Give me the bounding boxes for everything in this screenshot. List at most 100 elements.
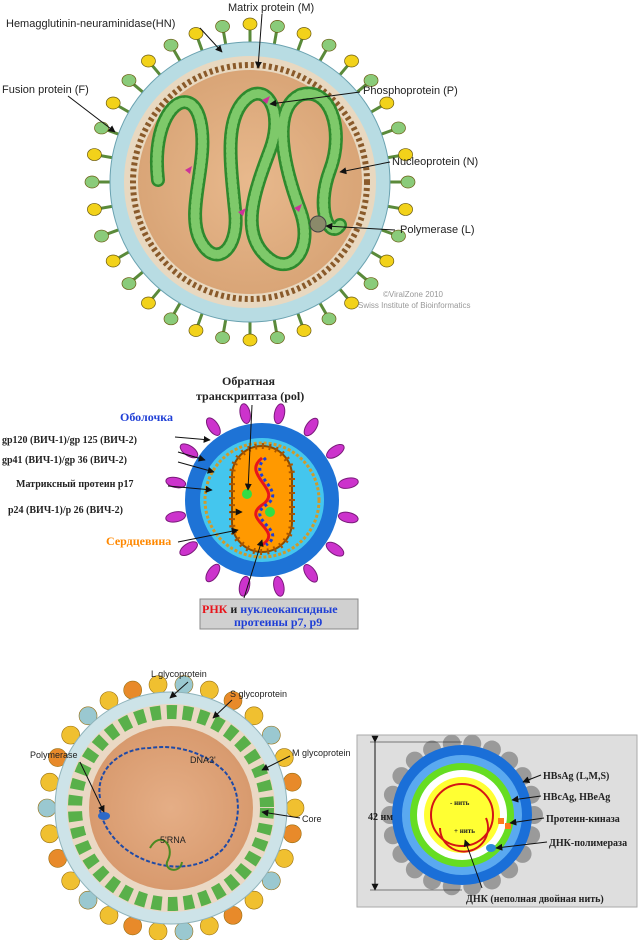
bunya-polymerase: [98, 812, 110, 820]
glycoprotein-spike: [40, 824, 60, 844]
hn-spike-head: [141, 54, 156, 68]
rna-caption-line1: РНК и нуклеокапсидные: [202, 602, 338, 616]
label-5rna: 5'RNA: [160, 835, 186, 845]
f-spike-head: [94, 229, 109, 243]
gp120-spike: [205, 417, 221, 436]
hn-spike-head: [105, 96, 121, 110]
glycoprotein-spike: [262, 725, 281, 745]
hn-spike-head: [87, 203, 102, 216]
matrix-layer: [130, 62, 370, 302]
label-polymerase: Polymerase (L): [400, 224, 475, 236]
credit-sib: Swiss Institute of Bioinformatics: [358, 301, 470, 310]
glycoprotein-spike: [61, 725, 80, 745]
f-spike-head: [163, 312, 179, 326]
glycoprotein-spike: [282, 824, 302, 844]
f-spike-head: [163, 38, 179, 52]
bunya-nucleocapsid-ring: [68, 705, 274, 911]
glycoprotein-spike: [244, 706, 264, 726]
label-m-glycoprotein: M glycoprotein: [292, 748, 351, 758]
reverse-transcriptase-2: [265, 507, 275, 517]
hbv-minus-strand: [430, 783, 494, 847]
credit-viralzone: ©ViralZone 2010: [383, 290, 444, 299]
label-plus-strand: + нить: [454, 827, 475, 835]
f-spike-head: [391, 229, 406, 243]
phosphoprotein-mark: [262, 96, 270, 104]
nucleocapsid-subunits: [152, 89, 345, 269]
f-spike-head: [321, 312, 337, 326]
f-spike-head: [400, 175, 416, 189]
glycoprotein-spike: [78, 706, 98, 726]
label-s-glycoprotein: S glycoprotein: [230, 689, 287, 699]
and-word: и: [227, 602, 240, 616]
rna-caption-line2: протеины p7, p9: [234, 615, 322, 629]
label-minus-strand: - нить: [450, 799, 470, 807]
label-matrix-p17: Матриксный протеин p17: [16, 479, 133, 490]
glycoprotein-spike: [262, 871, 281, 891]
gp120-spike: [326, 443, 345, 459]
rna-word: РНК: [202, 602, 228, 616]
hn-spike-head: [398, 148, 413, 161]
label-dna-polymerase: ДНК-полимераза: [549, 838, 627, 849]
glycoprotein-spike: [78, 890, 98, 910]
label-nucleoprotein: Nucleoprotein (N): [392, 156, 478, 168]
f-spike-head: [215, 20, 230, 33]
f-spike-head: [321, 38, 337, 52]
hn-spike-head: [379, 96, 395, 110]
gp120-spike: [165, 476, 187, 489]
gp120-spike: [179, 541, 198, 557]
hiv-rna-2: [258, 456, 275, 547]
rna-caption-box: [199, 598, 359, 630]
hbv-core: [424, 777, 500, 853]
label-p24: p24 (ВИЧ-1)/p 26 (ВИЧ-2): [8, 505, 123, 516]
bunya-rna-strand: [149, 838, 183, 871]
f-spike-head: [363, 74, 379, 87]
f-spike-head: [215, 331, 230, 344]
label-bunya-polymerase: Polymerase: [30, 750, 78, 760]
f-spike-head: [270, 331, 285, 344]
hbv-protein-kinase-2: [505, 823, 511, 829]
gp120-spike: [273, 576, 285, 597]
phosphoprotein-mark: [238, 208, 246, 216]
hbv-panel: 42 нм HBsAg (L,M,S) HBcAg, HBeAg Протеин…: [356, 734, 638, 908]
label-reverse-transcriptase-2: транскриптаза (pol): [196, 389, 304, 403]
label-size-42nm: 42 нм: [368, 812, 393, 823]
f-spike-head: [121, 74, 137, 87]
hiv-matrix-beads: [203, 441, 321, 559]
hn-spike-head: [344, 296, 359, 310]
f-spike-head: [391, 121, 406, 135]
gp120-spike: [205, 563, 221, 583]
label-dna3: DNA3': [190, 755, 216, 765]
glycoprotein-spike: [61, 871, 80, 891]
label-reverse-transcriptase-1: Обратная: [222, 374, 276, 388]
gp120-spike: [325, 541, 345, 557]
gp120-spike: [165, 511, 186, 523]
label-protein-kinase: Протеин-киназа: [546, 814, 620, 825]
gp120-spike: [179, 443, 199, 459]
bunya-dna-strand: [98, 746, 239, 868]
hn-spike-head: [87, 148, 102, 161]
gp120-spike: [238, 575, 251, 597]
label-hbcag: HBcAg, HBeAg: [543, 792, 610, 803]
bunyavirus-panel: L glycoprotein S glycoprotein M glycopro…: [30, 669, 351, 940]
f-spike-head: [363, 277, 379, 290]
f-spike-head: [270, 20, 285, 33]
hbv-protein-kinase-1: [498, 818, 504, 824]
label-l-glycoprotein: L glycoprotein: [151, 669, 207, 679]
gp120-spike: [303, 417, 319, 437]
f-spike-head: [121, 277, 137, 290]
gp120-spikes: [165, 403, 359, 597]
hn-spike-head: [296, 27, 312, 40]
paramyxovirus-panel: Hemagglutinin-neuraminidase(HN) Matrix p…: [2, 2, 478, 347]
f-spike-head: [84, 175, 100, 189]
label-phosphoprotein: Phosphoprotein (P): [363, 85, 458, 97]
hbv-dna-polymerase: [486, 844, 496, 852]
hn-spike-head: [296, 324, 312, 337]
hiv-capsid-beads: [229, 443, 295, 555]
hn-spike-head: [379, 254, 395, 268]
gp120-spike: [337, 511, 359, 524]
glycoprotein-spike: [174, 922, 194, 940]
glycoprotein-spike: [148, 922, 168, 940]
glycoprotein-spike: [40, 772, 60, 792]
label-fusion-protein: Fusion protein (F): [2, 84, 89, 96]
